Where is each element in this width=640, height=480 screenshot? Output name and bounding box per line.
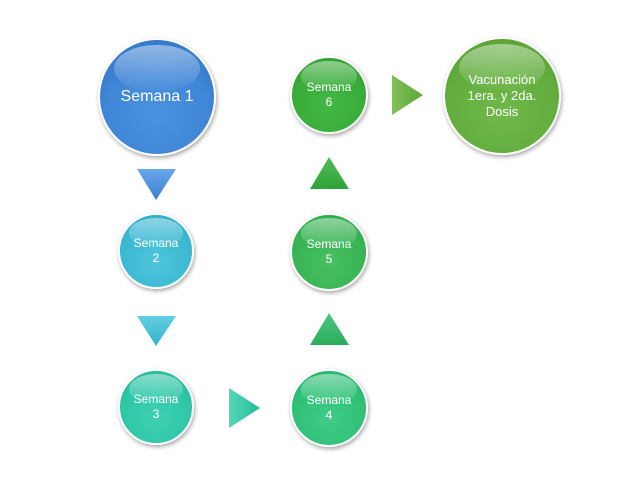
node-vacunacion: Vacunación 1era. y 2da. Dosis: [443, 37, 561, 155]
arrow-up-4-5: [310, 313, 349, 345]
node-label: Semana 1: [120, 88, 194, 105]
node-label: Semana 4: [306, 393, 352, 422]
arrow-down-2-3: [137, 316, 176, 346]
node-label: Semana 2: [133, 236, 179, 265]
arrow-down-1-2: [137, 169, 176, 200]
node-semana-6: Semana 6: [290, 56, 368, 134]
node-label: Semana 5: [306, 237, 352, 266]
node-semana-5: Semana 5: [290, 213, 368, 291]
node-semana-3: Semana 3: [118, 369, 194, 445]
node-label: Semana 6: [306, 80, 352, 109]
node-semana-2: Semana 2: [118, 213, 194, 289]
node-label: Vacunación 1era. y 2da. Dosis: [467, 71, 537, 120]
arrow-right-6-7: [392, 75, 423, 115]
node-semana-1: Semana 1: [98, 38, 216, 156]
arrow-up-5-6: [310, 157, 349, 189]
node-label: Semana 3: [133, 392, 179, 421]
arrow-right-3-4: [229, 388, 260, 428]
node-semana-4: Semana 4: [290, 369, 368, 447]
